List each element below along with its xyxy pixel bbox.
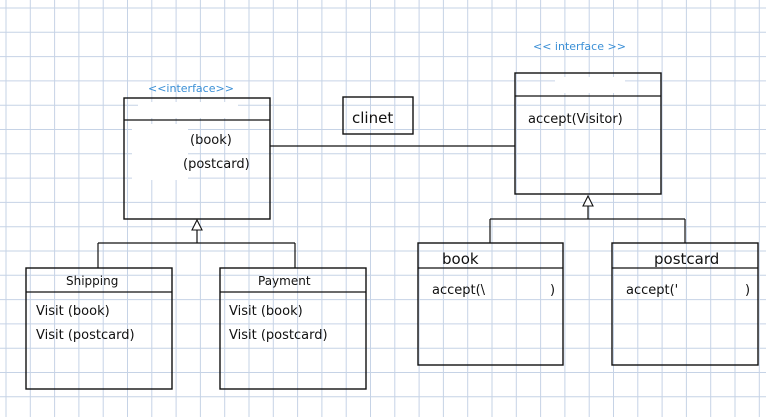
book-accept-method: accept(\ [432,283,486,298]
visitor-method-postcard: (postcard) [183,157,250,172]
shipping-class-box[interactable]: Shipping Visit (book) Visit (postcard) [25,267,173,390]
shipping-visit-book: Visit (book) [36,304,110,319]
payment-visit-book: Visit (book) [229,304,303,319]
payment-visit-postcard: Visit (postcard) [229,328,328,343]
book-class-box[interactable]: book accept(\ ) [417,242,564,366]
erased-mark [555,77,625,93]
shipping-visit-postcard: Visit (postcard) [36,328,135,343]
postcard-accept-close: ) [745,283,750,298]
postcard-title: postcard [654,250,719,268]
client-box[interactable]: clinet [342,96,414,135]
postcard-accept-method: accept(' [626,283,678,298]
element-interface-box[interactable]: accept(Visitor) [514,72,662,195]
erased-mark [138,102,238,118]
element-stereotype: << interface >> [533,40,626,53]
visitor-method-book: (book) [190,133,232,148]
inheritance-arrow-right [582,194,594,207]
client-label: clinet [352,109,393,127]
book-accept-close: ) [550,283,555,298]
visitor-interface-box[interactable]: (book) (postcard) [123,97,271,220]
payment-class-box[interactable]: Payment Visit (book) Visit (postcard) [219,267,367,390]
postcard-class-box[interactable]: postcard accept(' ) [611,242,759,366]
visitor-stereotype: <<interface>> [148,82,234,95]
erased-mark [132,124,188,180]
element-accept-method: accept(Visitor) [528,112,623,127]
shipping-title: Shipping [66,274,118,288]
payment-title: Payment [258,274,311,288]
book-title: book [442,250,479,268]
